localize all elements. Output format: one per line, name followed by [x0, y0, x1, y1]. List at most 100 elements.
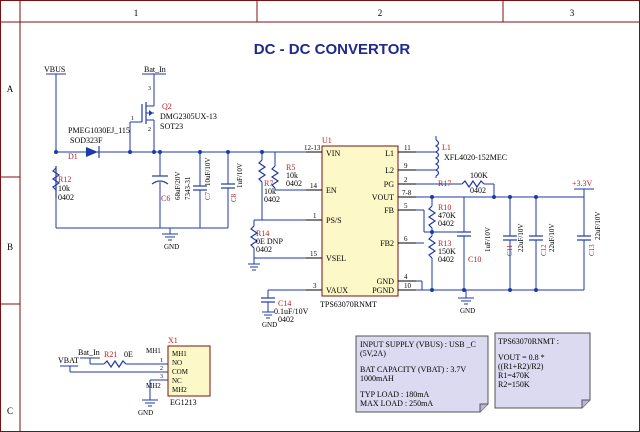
note-formula-line2: VOUT = 0.8 *	[498, 353, 545, 362]
junction-gnd-c12	[534, 288, 538, 292]
x1-pin-label-mh2: MH2	[172, 386, 187, 394]
vbat-net-label: VBAT	[58, 356, 79, 365]
r12-package: 0402	[58, 193, 74, 202]
junction-q2-gate	[128, 150, 132, 154]
d1-diode-symbol	[86, 146, 100, 158]
note-supply-line2: (5V,2A)	[360, 349, 386, 358]
note-formula-line5: R2=150K	[498, 380, 530, 389]
d1-refdes: D1	[68, 152, 78, 161]
r14-refdes: R14	[256, 229, 269, 238]
r13-zigzag	[427, 235, 437, 259]
r12-value: 10k	[58, 184, 70, 193]
r21-refdes: R21	[104, 350, 117, 359]
r5-zigzag	[257, 159, 267, 183]
u1-pin-label-l1: L1	[385, 149, 394, 158]
column-label-3: 3	[570, 8, 575, 18]
r5-package: 0402	[286, 179, 302, 188]
vbus-net-label: VBUS	[44, 65, 65, 74]
c13-value: 22uF/10V	[594, 212, 602, 240]
x1-pin-label-nc: NC	[172, 377, 182, 385]
c14-value: 0.1uF/10V	[274, 307, 309, 316]
c6-value: 68uF/20V	[174, 172, 182, 200]
note-formula: TPS63070RNMT : VOUT = 0.8 * ((R1+R2)/R2)…	[494, 332, 591, 409]
c6-capacitor-symbol	[151, 152, 169, 228]
u1-pin-label-en: EN	[326, 186, 337, 195]
r14-package: 0402	[256, 245, 272, 254]
row-label-a: A	[7, 84, 14, 94]
u1-pin-label-vin: VIN	[326, 149, 340, 158]
c6-package: 7343-31	[184, 176, 192, 200]
q2-pin-1: 1	[131, 116, 134, 122]
u1-pin-num-l1: 11	[404, 144, 411, 152]
u1-pin-num-l2: 9	[404, 162, 408, 170]
q2-pin-2: 2	[148, 127, 151, 133]
u1-pin-num-pss: 1	[313, 212, 317, 220]
c8-capacitor-symbol	[221, 152, 235, 228]
r5-refdes: R5	[286, 163, 295, 172]
x1-pin-label-com: COM	[172, 368, 189, 376]
u1-pin-num-vout: 7-8	[402, 189, 412, 197]
r10-value: 470K	[438, 211, 456, 220]
r21-zigzag	[103, 359, 127, 369]
u1-pin-label-pgnd: PGND	[372, 286, 394, 295]
u1-pin-num-fb2: 6	[404, 235, 408, 243]
x1-pin-mh1-out: MH1	[146, 347, 161, 355]
bat-in2-net-label: Bat_In	[78, 348, 100, 357]
junction-vbus	[54, 150, 58, 154]
column-label-2: 2	[378, 8, 383, 18]
d1-package: SOD323F	[70, 136, 103, 145]
x1-pin-num-1: 1	[160, 358, 163, 364]
u1-pin-label-vsel: VSEL	[326, 254, 346, 263]
r10-refdes: R10	[438, 203, 451, 212]
r13-refdes: R13	[438, 239, 451, 248]
x1-pin-num-3: 3	[160, 374, 163, 380]
input-section: VBUS Bat_In 3 1 2 Q2 DMG2305UX-13 SOT23	[44, 65, 306, 251]
x1-pin-num-2: 2	[160, 366, 163, 372]
r17-value: 100K	[470, 171, 488, 180]
c7-capacitor-symbol	[193, 152, 207, 228]
r13-value: 150K	[438, 247, 456, 256]
enable-section: R5 10k 0402 R7 10k 0402 R14 0E DNP 0402 …	[248, 152, 309, 329]
x1-pin-label-mh1: MH1	[172, 350, 187, 358]
note-formula-fold	[581, 399, 590, 408]
x1-pin-label-no: NO	[172, 359, 182, 367]
note-formula-line3: ((R1+R2)/R2)	[498, 362, 544, 371]
junction-gnd-c11	[508, 288, 512, 292]
note-supply-line4: 1000mAH	[360, 374, 394, 383]
r7-zigzag	[270, 165, 280, 189]
junction-vout-r17	[492, 195, 496, 199]
r7-package: 0402	[264, 195, 280, 204]
u1-pin-label-vout: VOUT	[372, 193, 394, 202]
note-supply-line1: INPUT SUPPLY (VBUS) : USB _C	[360, 340, 476, 349]
c8-value: 1uF/10V	[236, 163, 244, 188]
note-supply-line3: BAT CAPACITY (VBAT) : 3.7V	[360, 365, 466, 374]
r10-zigzag	[427, 205, 437, 229]
u1-pin-num-gnd: 4	[404, 273, 408, 281]
c8-refdes: C8	[230, 193, 238, 202]
u1-pin-num-vin: 12-13	[304, 144, 321, 152]
u1-pin-num-fb: 5	[404, 202, 408, 210]
v33-net-label: +3.3V	[572, 179, 593, 188]
x1-body	[167, 345, 211, 397]
c7-value: 10uF/10V	[204, 158, 212, 186]
page-title: DC - DC CONVERTOR	[254, 41, 411, 58]
c7-refdes: C7	[204, 191, 212, 200]
r14-zigzag	[249, 225, 259, 249]
c11-refdes: C11	[506, 244, 514, 256]
note-supply: INPUT SUPPLY (VBUS) : USB _C (5V,2A) BAT…	[355, 335, 489, 413]
c13-refdes: C13	[588, 244, 596, 256]
q2-pin-3: 3	[148, 86, 151, 92]
q2-mosfet-symbol	[129, 92, 155, 152]
note-supply-line6: MAX LOAD : 250mA	[360, 399, 433, 408]
r13-package: 0402	[438, 255, 454, 264]
u1-body	[321, 145, 399, 297]
r10-package: 0402	[438, 219, 454, 228]
gnd-label-output: GND	[460, 307, 475, 315]
note-formula-line4: R1=470K	[498, 371, 530, 380]
junction-gnd-r13	[430, 288, 434, 292]
u1-pin-label-pg: PG	[384, 180, 394, 189]
c12-refdes: C12	[540, 244, 548, 256]
r12-refdes: R12	[58, 175, 71, 184]
x1-pin-mh2-out: MH2	[146, 382, 161, 390]
u1-pin-num-pgnd: 10	[404, 282, 412, 290]
